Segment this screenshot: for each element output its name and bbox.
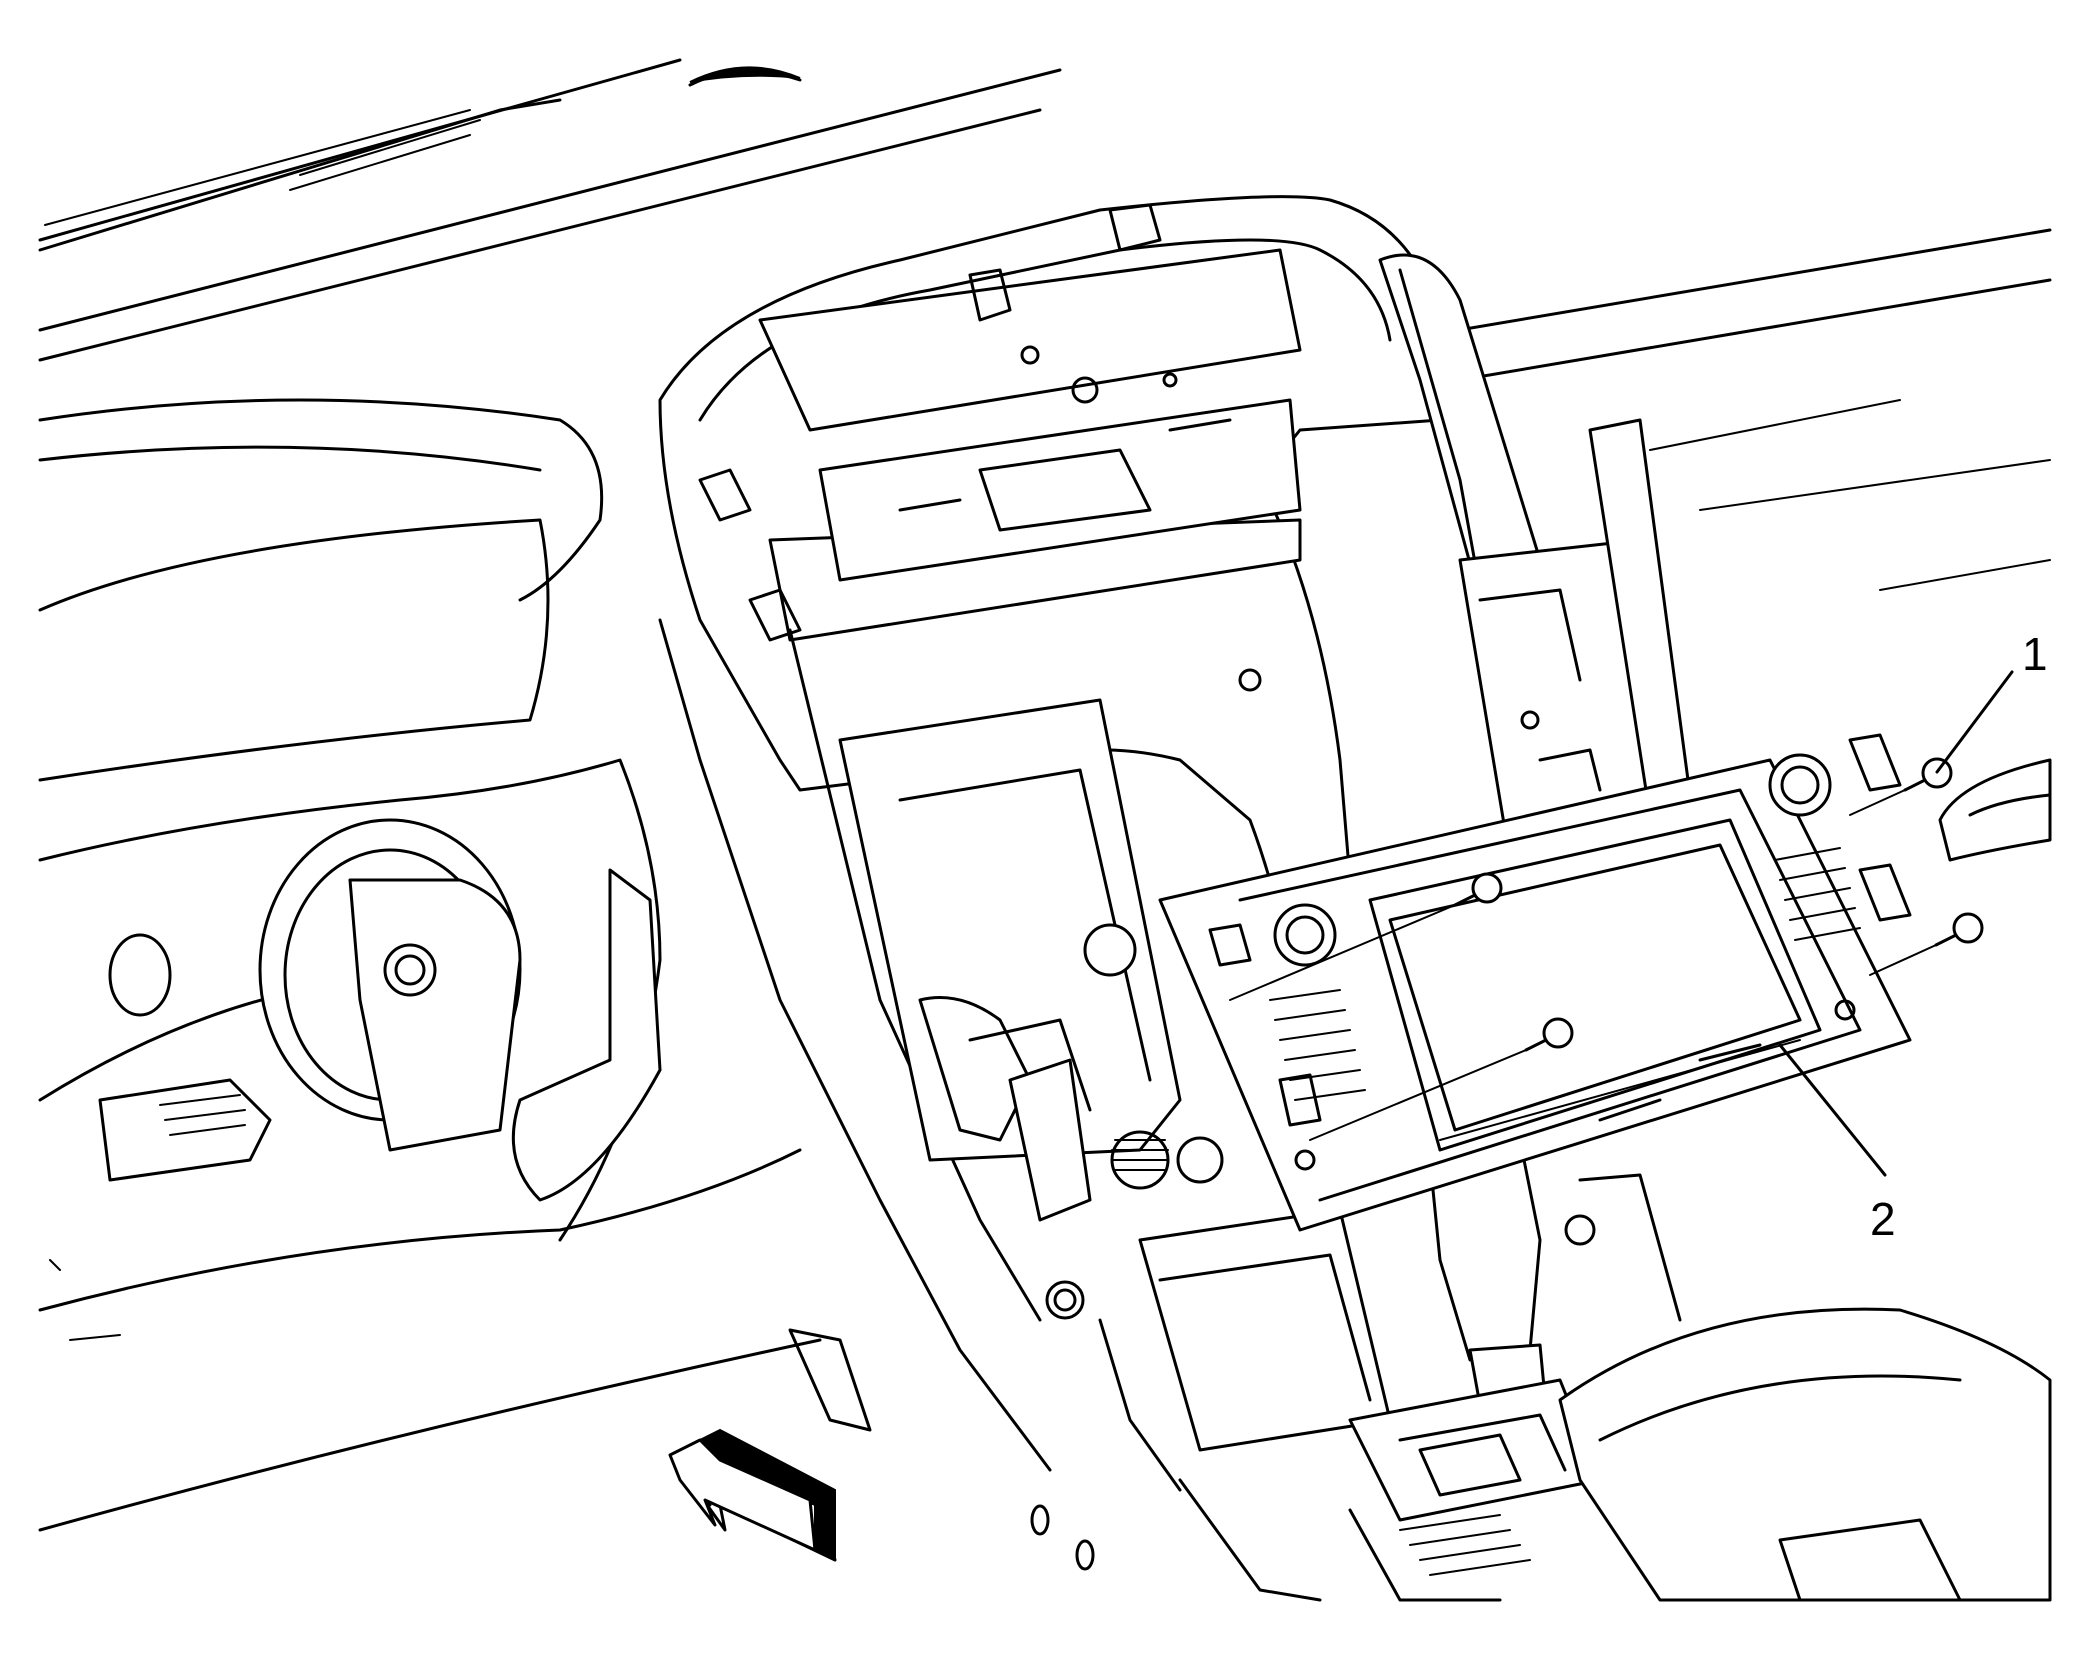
callout-leaders <box>1778 670 2014 1177</box>
floor-console-shifter <box>1348 1138 2052 1602</box>
forward-arrow-icon <box>668 1428 837 1562</box>
callout-2-label: 2 <box>1870 1193 1896 1245</box>
fastener-upper-left <box>1453 872 1503 907</box>
right-vent <box>1938 758 2052 862</box>
fastener-lower-left <box>1524 1017 1574 1052</box>
instrument-panel-left <box>38 398 822 1532</box>
radio-fasteners <box>1229 757 1984 1141</box>
callout-1-label: 1 <box>2022 628 2048 680</box>
upper-dash-lines <box>38 58 2052 591</box>
lower-center-console <box>658 618 1392 1602</box>
fastener-lower-right <box>1934 912 1984 947</box>
center-stack-bezel <box>658 195 1526 1012</box>
